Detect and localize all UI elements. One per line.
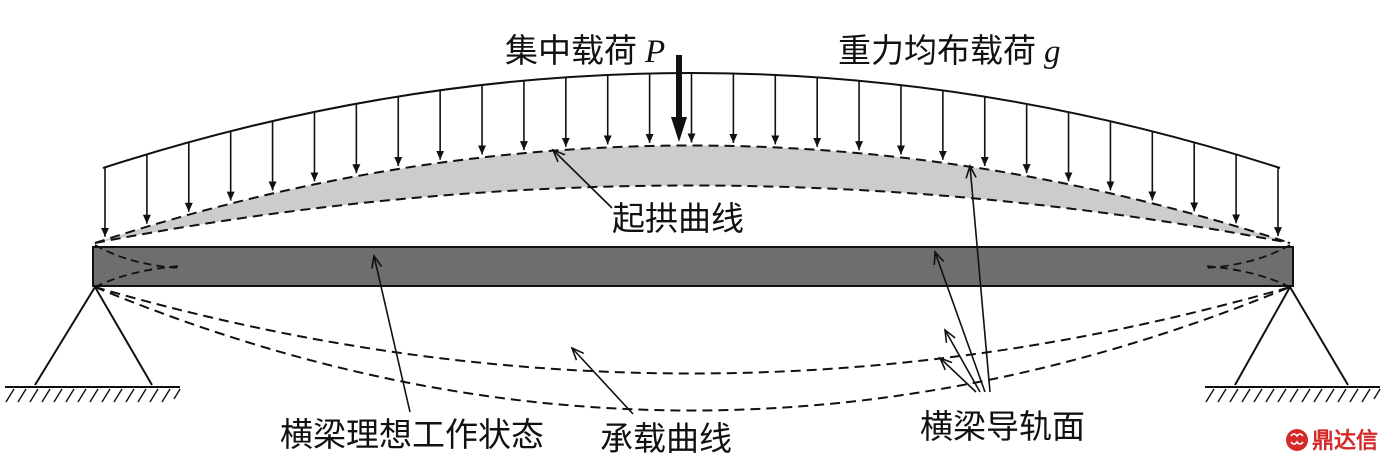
- load-curve-upper: [94, 286, 1291, 375]
- gravity-load-symbol: g: [1044, 34, 1061, 70]
- leader-guide-1: [970, 166, 991, 393]
- leader-guide-3: [945, 330, 981, 393]
- leader-guide-4: [940, 358, 977, 393]
- ideal-state-label: 横梁理想工作状态: [280, 415, 544, 454]
- load-curve-label: 承载曲线: [600, 419, 732, 458]
- concentrated-load-symbol: P: [644, 34, 665, 70]
- leader-guide-2: [935, 252, 986, 393]
- leader-ideal-state: [374, 256, 411, 413]
- watermark-text: 鼎达信: [1312, 428, 1378, 454]
- right-support: [1205, 286, 1381, 403]
- concentrated-load-arrow: [671, 55, 687, 142]
- watermark-logo: 鼎达信: [1286, 428, 1378, 454]
- camber-curve-lower: [94, 184, 1291, 244]
- left-support: [5, 286, 181, 403]
- distributed-load-arrows: [101, 73, 1282, 237]
- load-curve-lower: [94, 286, 1291, 412]
- leader-load-curve: [572, 348, 634, 415]
- leader-camber: [553, 150, 613, 209]
- guide-surface-label: 横梁导轨面: [920, 407, 1085, 446]
- crossbeam: [92, 246, 1294, 287]
- camber-curve-upper: [94, 144, 1291, 244]
- beam-end-crossings: [94, 244, 1291, 288]
- camber-curve-label: 起拱曲线: [612, 199, 744, 238]
- leader-lines: [374, 150, 991, 415]
